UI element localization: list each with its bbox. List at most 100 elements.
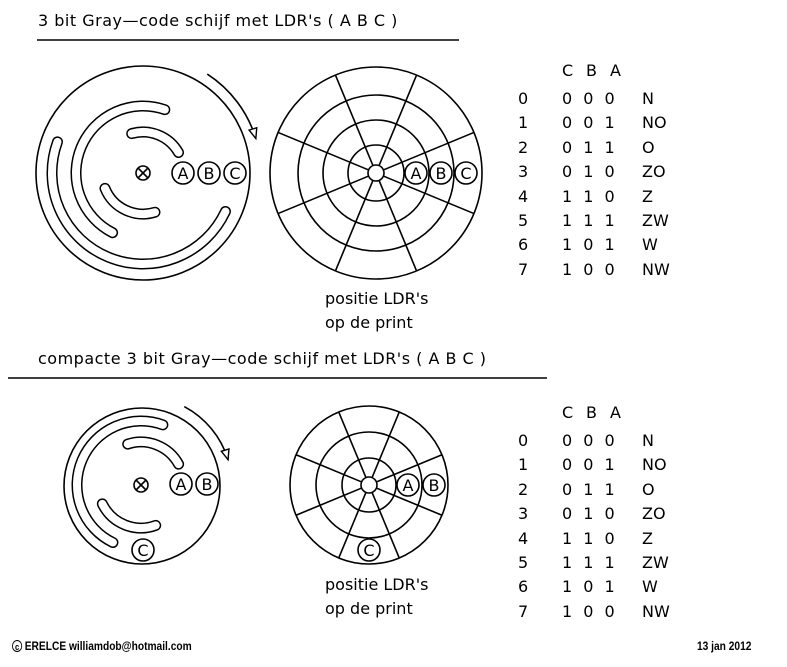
table-header-a: A — [610, 61, 621, 80]
disk-slot — [71, 415, 169, 549]
table-row-direction: W — [642, 235, 658, 255]
table-row-index: 5 — [518, 553, 529, 572]
sector-line — [376, 454, 443, 483]
ldr-sensor-label: A — [178, 164, 189, 183]
table-row-index: 0 — [518, 89, 529, 108]
ldr-caption-line2: op de print — [325, 599, 413, 618]
table-row-index: 1 — [518, 113, 529, 133]
ldr-sensor-circle — [422, 473, 446, 497]
sector-line — [376, 487, 443, 516]
table-row-code: 0 1 1 — [562, 479, 615, 499]
table-header-c: C — [562, 403, 574, 422]
ldr-sensor-circle — [429, 161, 453, 185]
table-row-direction: NW — [642, 601, 670, 621]
sector-line — [378, 180, 418, 272]
table-row-index: 6 — [518, 577, 529, 597]
table-header-b: B — [586, 403, 597, 422]
arrow-head-icon — [220, 447, 230, 462]
ldr-sensor-label: A — [411, 164, 422, 183]
ldr-sensor-circle — [131, 538, 155, 562]
table-row-direction: NO — [642, 455, 667, 475]
table-row-index: 4 — [518, 186, 529, 206]
gray-code-disk — [35, 65, 251, 281]
sector-line — [338, 411, 367, 478]
table-row-index: 0 — [518, 431, 529, 450]
table-row-direction: NO — [642, 113, 667, 133]
ldr-sensor-circle — [171, 161, 195, 185]
ldr-caption-line1: positie LDR's — [325, 289, 429, 308]
copyright-icon: c — [12, 640, 23, 652]
table-row-direction: ZO — [642, 504, 666, 524]
table-row-direction: ZW — [642, 211, 669, 230]
sector-line — [334, 180, 374, 272]
arrow-head-icon — [247, 126, 258, 141]
table-row-code: 1 0 1 — [562, 235, 615, 255]
sector-line — [371, 492, 400, 559]
table-row-code: 1 1 1 — [562, 211, 615, 230]
disk-slot — [126, 126, 185, 158]
disk-slot — [99, 182, 161, 220]
table-row-index: 3 — [518, 504, 529, 524]
table-row-direction: W — [642, 577, 658, 597]
slot-inner — [73, 417, 167, 547]
table-row-code: 0 1 0 — [562, 162, 615, 182]
sector-ring — [322, 119, 430, 227]
ldr-sensor-label: C — [363, 541, 374, 560]
sector-line — [277, 175, 369, 215]
axle-icon — [133, 477, 149, 493]
sector-line — [338, 492, 367, 559]
table-row-index: 4 — [518, 528, 529, 548]
sector-ring — [341, 457, 397, 513]
ldr-sensor-circle — [195, 472, 219, 496]
ldr-sensor-label: A — [403, 476, 414, 495]
table-row-code: 0 1 0 — [562, 504, 615, 524]
table-row-index: 7 — [518, 601, 529, 621]
ldr-sensor-circle — [454, 161, 478, 185]
table-row-code: 0 0 0 — [562, 431, 615, 450]
table-header-b: B — [586, 61, 597, 80]
sector-line — [371, 411, 400, 478]
slot-inner — [127, 128, 183, 157]
ldr-sensor-label: B — [202, 475, 213, 494]
slot-inner — [98, 499, 160, 532]
ldr-sensor-label: C — [137, 541, 148, 560]
table-row-direction: ZW — [642, 553, 669, 572]
table-row-code: 1 1 0 — [562, 186, 615, 206]
slot-inner — [123, 438, 183, 469]
sector-ring — [297, 94, 455, 252]
table-row-code: 1 0 0 — [562, 601, 615, 621]
table-row-index: 3 — [518, 162, 529, 182]
ldr-sensor-label: A — [176, 475, 187, 494]
disk-slot — [122, 436, 185, 470]
ldr-sensor-circle — [396, 473, 420, 497]
ldr-caption-line1: positie LDR's — [325, 575, 429, 594]
sector-line — [383, 175, 475, 215]
table-row-direction: Z — [642, 186, 653, 206]
sector-line — [334, 74, 374, 166]
sector-ring — [367, 164, 385, 182]
sector-line — [277, 131, 369, 171]
footer-author: ERELCE williamdob@hotmail.com — [24, 639, 192, 653]
table-row-direction: O — [642, 479, 655, 499]
sector-line — [378, 74, 418, 166]
footer-date: 13 jan 2012 — [697, 639, 752, 653]
axle-icon — [135, 165, 151, 181]
table-row-index: 2 — [518, 137, 529, 157]
table-header-a: A — [610, 403, 621, 422]
table-row-code: 0 0 0 — [562, 89, 615, 108]
sector-ring — [315, 431, 423, 539]
sector-line — [383, 131, 475, 171]
ldr-sensor-label: B — [436, 164, 447, 183]
table-row-code: 1 0 1 — [562, 577, 615, 597]
table-row-index: 1 — [518, 455, 529, 475]
table-row-code: 0 0 1 — [562, 113, 615, 133]
ldr-sensor-circle — [223, 161, 247, 185]
table-row-code: 1 0 0 — [562, 259, 615, 279]
slot-inner — [100, 184, 159, 218]
table-row-direction: NW — [642, 259, 670, 279]
table-row-index: 7 — [518, 259, 529, 279]
rotation-arrow — [206, 73, 257, 139]
